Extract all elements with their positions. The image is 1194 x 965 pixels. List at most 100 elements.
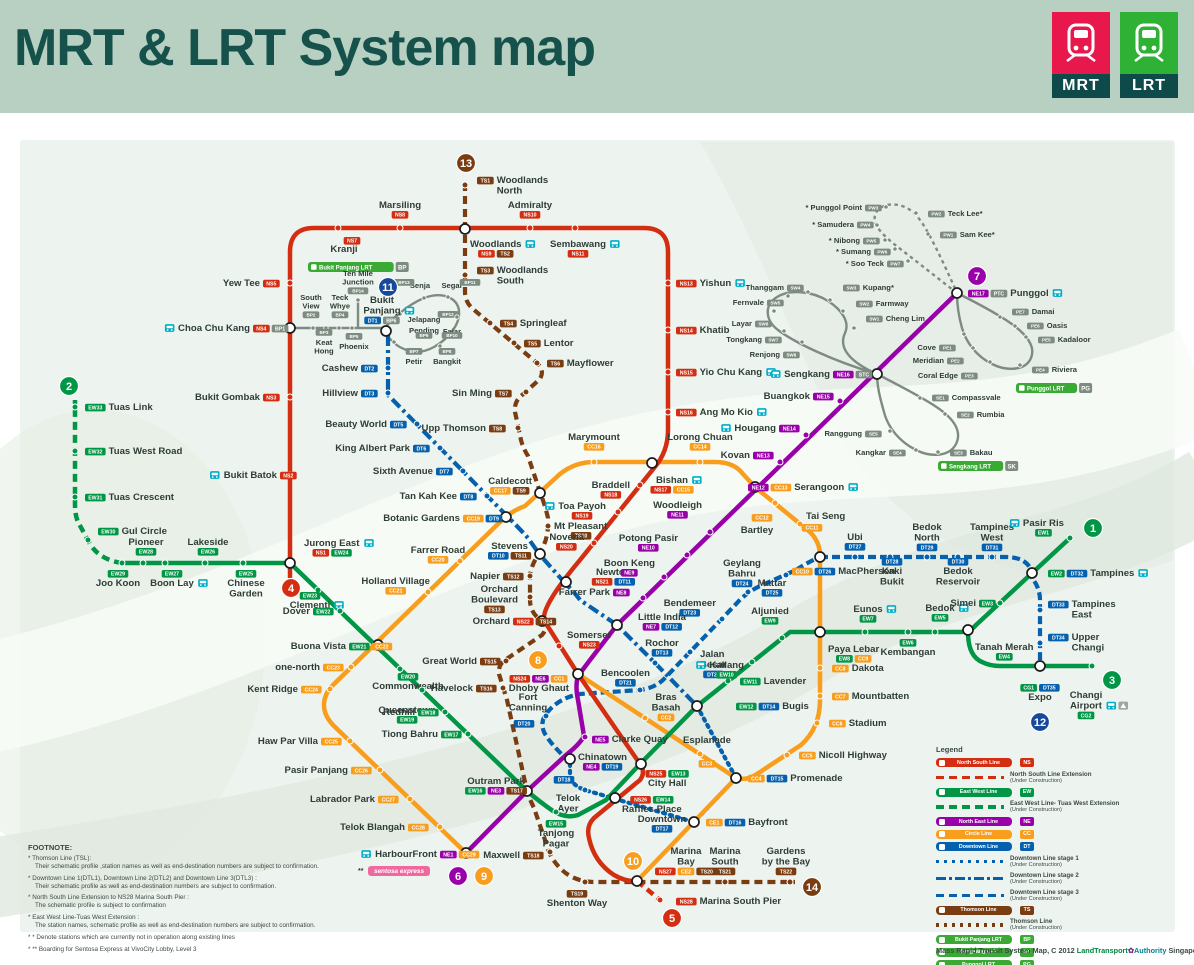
station-marker	[778, 634, 786, 642]
svg-text:Marsiling: Marsiling	[379, 200, 421, 211]
svg-text:Tai Seng: Tai Seng	[806, 511, 845, 522]
svg-text:DT26: DT26	[819, 570, 832, 576]
station-marker	[571, 224, 579, 232]
svg-text:Admiralty: Admiralty	[508, 200, 553, 211]
svg-text:NS5: NS5	[266, 282, 276, 288]
svg-text:NE3: NE3	[491, 789, 501, 795]
station-marker	[71, 493, 79, 501]
svg-text:Braddell: Braddell	[592, 480, 630, 491]
station-marker	[349, 325, 355, 331]
svg-text:Havelock: Havelock	[431, 683, 474, 694]
svg-text:NS4: NS4	[256, 327, 266, 333]
station-marker	[510, 339, 518, 347]
svg-text:CC20: CC20	[431, 558, 444, 564]
svg-text:* Punggol Point: * Punggol Point	[805, 203, 862, 212]
station-marker	[696, 458, 704, 466]
svg-text:Stadium: Stadium	[849, 718, 887, 729]
svg-text:Redhill: Redhill	[383, 707, 415, 718]
interchange-marker	[646, 457, 658, 469]
svg-text:Marina South Pier: Marina South Pier	[700, 896, 782, 907]
svg-text:TS12: TS12	[507, 575, 520, 581]
svg-text:Downtown: Downtown	[638, 814, 687, 825]
svg-text:Kranji: Kranji	[330, 244, 357, 255]
svg-text:Maxwell: Maxwell	[483, 850, 520, 861]
svg-text:EW2: EW2	[1051, 572, 1062, 578]
lrt-logo-label: LRT	[1120, 74, 1178, 98]
svg-text:EW24: EW24	[334, 551, 348, 557]
svg-text:SW3: SW3	[846, 286, 856, 291]
svg-text:CC11: CC11	[806, 526, 819, 532]
svg-text:NS23: NS23	[583, 643, 596, 649]
credit-year: 2012	[1058, 946, 1075, 955]
station-marker	[925, 231, 931, 237]
interchange-marker	[560, 576, 572, 588]
svg-text:NS15: NS15	[680, 371, 693, 377]
svg-text:Promenade: Promenade	[790, 773, 842, 784]
svg-text:EW11: EW11	[743, 680, 757, 686]
svg-text:Clarke Quay: Clarke Quay	[612, 734, 669, 745]
station-marker	[686, 648, 694, 656]
station-marker	[286, 279, 294, 287]
svg-text:NS19: NS19	[576, 514, 589, 520]
svg-text:MacPherson: MacPherson	[838, 566, 895, 577]
svg-text:Serangoon: Serangoon	[794, 482, 844, 493]
svg-text:Bartley: Bartley	[741, 525, 774, 536]
svg-text:Kovan: Kovan	[721, 450, 750, 461]
svg-text:Oasis: Oasis	[1047, 321, 1068, 330]
station-marker	[355, 297, 361, 303]
svg-text:2: 2	[66, 381, 72, 393]
svg-text:Pasir Ris: Pasir Ris	[1023, 518, 1064, 529]
station-marker	[802, 431, 810, 439]
svg-text:Sixth Avenue: Sixth Avenue	[373, 466, 433, 477]
interchange-marker	[609, 792, 621, 804]
station-marker	[459, 467, 467, 475]
svg-text:Bayfront: Bayfront	[748, 817, 788, 828]
station-marker	[310, 325, 316, 331]
svg-text:TS2: TS2	[500, 252, 510, 258]
svg-text:DT18: DT18	[558, 778, 571, 784]
station-marker	[396, 224, 404, 232]
svg-text:CC12: CC12	[755, 516, 768, 522]
interchange-marker	[534, 487, 546, 499]
svg-text:Mt Pleasant: Mt Pleasant	[554, 521, 608, 532]
station-marker	[397, 311, 403, 317]
svg-text:Sengkang: Sengkang	[784, 369, 830, 380]
svg-text:Tuas Link: Tuas Link	[109, 402, 154, 413]
terminal-badge-7: 7	[966, 265, 988, 287]
lrt-mini-icon	[939, 936, 945, 943]
station-marker	[827, 297, 833, 303]
interchange-marker	[691, 700, 703, 712]
interchange-marker	[564, 753, 576, 765]
station-marker	[923, 553, 931, 561]
svg-text:CC22: CC22	[375, 645, 388, 651]
legend-item-downtown-line-stage-1: Downtown Line stage 1(Under Construction…	[936, 855, 1182, 869]
station-marker	[413, 420, 421, 428]
svg-text:EW19: EW19	[400, 718, 414, 724]
